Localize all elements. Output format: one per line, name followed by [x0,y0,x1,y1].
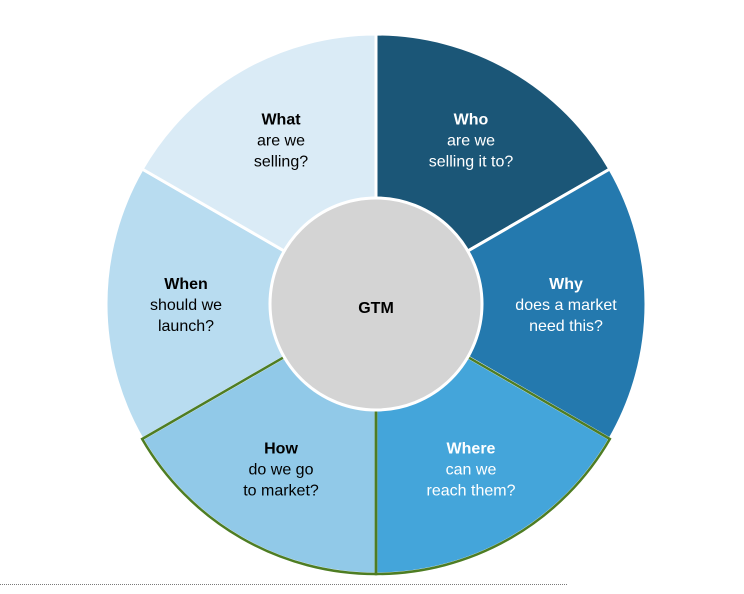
segment-why-line: need this? [529,318,603,335]
segment-where-label: Where can we reach them? [427,441,516,500]
segment-where-title: Where [447,441,496,458]
segment-why-line: does a market [515,297,617,314]
segment-how-line: to market? [243,483,319,500]
dotted-divider [0,584,567,585]
segment-how-line: do we go [249,462,314,479]
segment-when-line: should we [150,297,222,314]
segment-who-title: Who [454,112,489,129]
wheel-highlights [140,301,612,576]
center-hub [268,196,484,412]
segment-when-title: When [164,276,208,293]
segment-who-label: Who are we selling it to? [429,112,514,171]
segment-where-line: reach them? [427,483,516,500]
segment-what-line: are we [257,133,305,150]
segment-when-label: When should we launch? [150,276,222,335]
segment-where-line: can we [446,462,497,479]
segment-what-label: What are we selling? [254,112,308,171]
segment-where-outline [374,301,612,576]
segment-how-title: How [264,441,298,458]
wheel-labels: Who are we selling it to? Why does a market n… [150,112,617,500]
segment-what-line: selling? [254,154,308,171]
segment-who-line: selling it to? [429,154,514,171]
segment-why-title: Why [549,276,583,293]
segment-when-line: launch? [158,318,214,335]
segment-what-title: What [261,112,301,129]
segment-how-label: How do we go to market? [243,441,319,500]
segment-why-label: Why does a market need this? [515,276,617,335]
segment-when [104,166,380,442]
segment-who-line: are we [447,133,495,150]
segment-how-outline [140,301,378,576]
segment-why [372,166,648,442]
center-label: GTM [358,300,394,317]
